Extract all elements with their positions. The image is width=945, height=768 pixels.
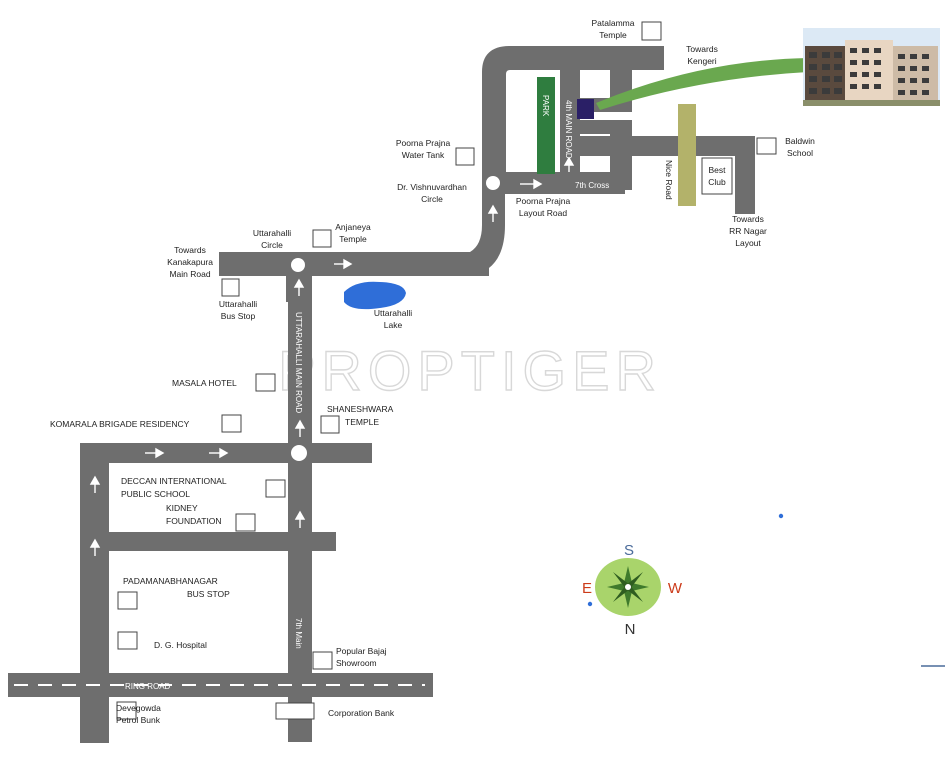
arrow-up [563, 156, 575, 172]
arrow-up [89, 475, 101, 493]
direction-arrows [89, 156, 575, 556]
shaneshwara-temple-marker [320, 415, 340, 434]
baldwin-school-marker [756, 137, 777, 155]
uttarahalli-circle-marker [291, 258, 305, 272]
arrow-up [487, 204, 499, 222]
water-tank-marker [455, 147, 475, 166]
map-dot [778, 513, 784, 519]
anjaneya-temple-marker [312, 229, 332, 248]
uttarahalli-lake [344, 281, 406, 310]
corporation-bank-marker [275, 702, 315, 720]
ring-road-label: RING ROAD [125, 682, 171, 691]
arrow-right [520, 178, 543, 190]
corporation-bank-label: Corporation Bank [328, 708, 395, 718]
uttarahalli-circle-road [219, 252, 489, 276]
dg-hospital-label: D. G. Hospital [154, 640, 207, 650]
compass-label-bottom: N [625, 621, 636, 638]
compass-label-top: S [624, 542, 634, 559]
project-location-marker [577, 99, 594, 119]
arrow-right [334, 258, 353, 270]
baldwin-road [580, 136, 755, 156]
landmark-markers [116, 21, 777, 720]
park-label: PARK [541, 95, 550, 117]
compass-rose: S E W N [582, 542, 683, 638]
park-strip [537, 77, 555, 174]
nice-road-label: Nice Road [664, 160, 674, 200]
best-club-marker [701, 157, 733, 195]
kidney-foundation-marker [235, 513, 256, 532]
vishnuvardhan-approach-road [470, 184, 505, 276]
arrow-right [145, 447, 165, 459]
nice-road-strip [678, 104, 696, 206]
masala-hotel-marker [255, 373, 276, 392]
patalamma-temple-marker [641, 21, 662, 41]
dg-hospital-marker [117, 631, 138, 650]
arrow-up [293, 278, 305, 296]
middle-cross-road [80, 532, 336, 551]
shaneshwara-junction-marker [291, 445, 307, 461]
project-pointer [596, 58, 808, 110]
petrol-bunk-marker [116, 701, 137, 720]
map-dot [587, 601, 593, 607]
popular-bajaj-marker [312, 651, 333, 670]
fourth-main-road [560, 70, 580, 188]
rr-nagar-road [735, 136, 755, 214]
komarala-residency-marker [221, 414, 242, 433]
arrow-up [294, 510, 306, 528]
road-network [8, 46, 755, 743]
uttarahalli-main-road [288, 262, 312, 742]
padamanabhanagar-bus-stop-marker [117, 591, 138, 610]
masala-hotel-label: MASALA HOTEL [172, 378, 237, 388]
deccan-school-marker [265, 479, 286, 498]
arrow-up [294, 419, 306, 437]
seventh-cross-label: 7th Cross [575, 181, 609, 190]
arrow-up [89, 538, 101, 556]
uttarahalli-main-road-label: UTTARAHALLI MAIN ROAD [294, 312, 303, 413]
proptiger-watermark: PROPTIGER [278, 339, 662, 402]
compass-label-right: W [668, 580, 683, 597]
compass-label-left: E [582, 580, 592, 597]
project-building-image [803, 28, 940, 106]
arrow-right [209, 447, 229, 459]
komarala-residency-label: KOMARALA BRIGADE RESIDENCY [50, 419, 190, 429]
seventh-main-label: 7th Main [294, 618, 303, 649]
uttarahalli-bus-stop-marker [221, 278, 240, 297]
vishnuvardhan-circle-marker [486, 176, 500, 190]
fourth-main-road-label: 4th MAIN ROAD [564, 100, 573, 159]
